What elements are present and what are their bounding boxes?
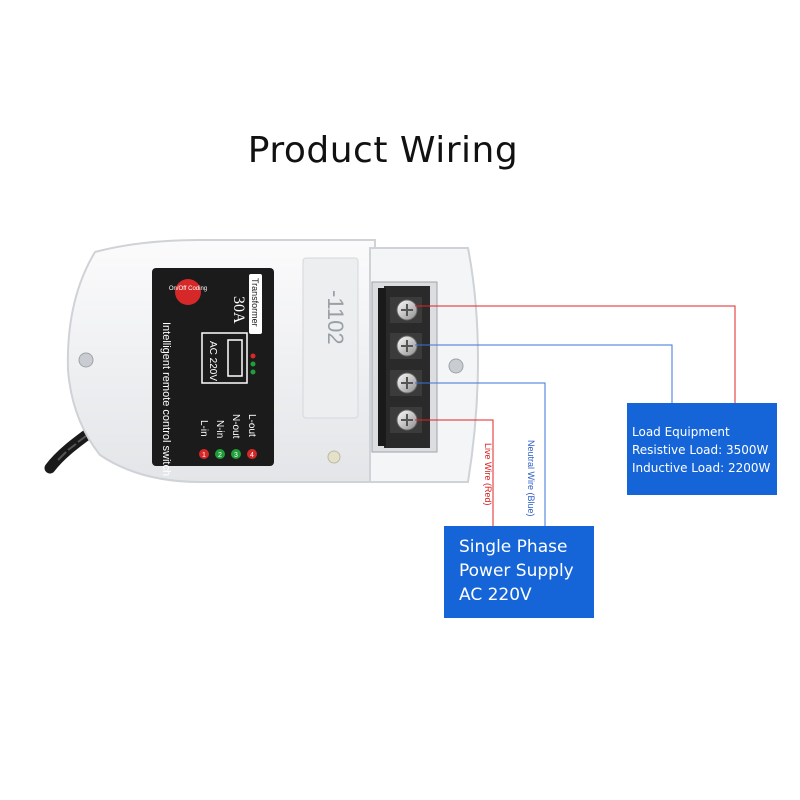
supply-box-line-3: AC 220V — [459, 585, 532, 605]
schematic-icon — [201, 332, 256, 384]
terminal-dot-2 — [215, 449, 225, 459]
transformer-label: Transformer — [250, 278, 260, 327]
terminal-screw-2[interactable] — [390, 333, 422, 359]
terminal-dot-4 — [247, 449, 257, 459]
terminal-label-4: L-out — [246, 414, 257, 437]
live-wire-label: Live Wire (Red) — [483, 443, 493, 506]
terminal-dot-1 — [199, 449, 209, 459]
terminal-label-1: L-in — [198, 420, 209, 437]
wire-supply-neutral — [415, 382, 546, 527]
terminal-label-2: N-in — [214, 420, 225, 438]
supply-box-line-1: Single Phase — [459, 537, 568, 557]
terminal-block — [371, 281, 438, 453]
coding-button[interactable] — [175, 279, 201, 305]
resistive-load-spec: Resistive Load: 3500W — [632, 443, 769, 457]
load-equipment-box: Load Equipment Resistive Load: 3500W Ind… — [627, 403, 777, 495]
mounting-hole-left — [78, 352, 94, 368]
terminal-screw-3[interactable] — [390, 370, 422, 396]
neutral-wire-label: Neutral Wire (Blue) — [526, 440, 536, 517]
model-number: -1102 — [323, 290, 348, 345]
power-supply-box: Single Phase Power Supply AC 220V — [444, 526, 594, 618]
current-rating: 30A — [230, 296, 247, 324]
wire-supply-live — [415, 419, 494, 527]
terminal-label-3: N-out — [230, 414, 241, 439]
supply-label: AC 220V — [207, 341, 218, 381]
supply-box-line-2: Power Supply — [459, 561, 574, 581]
model-plate — [302, 257, 359, 419]
coding-button-label: On/Off Coding — [169, 286, 207, 292]
page-title: Product Wiring — [247, 130, 519, 171]
inductive-load-spec: Inductive Load: 2200W — [632, 461, 771, 475]
terminal-number-2: 2 — [218, 452, 222, 459]
wire-load-neutral — [415, 344, 673, 404]
terminal-screw-1[interactable] — [390, 297, 422, 323]
wire-load-live — [415, 305, 736, 404]
load-box-title: Load Equipment — [632, 425, 730, 439]
terminal-dot-3 — [231, 449, 241, 459]
terminal-legend: 1 2 3 4 L-in N-in N-out L-out — [198, 414, 257, 459]
terminal-number-1: 1 — [202, 452, 206, 459]
mounting-hole-right — [448, 358, 464, 374]
terminal-screw-4[interactable] — [390, 407, 422, 433]
device-name: Intelligent remote control switch — [160, 322, 172, 476]
status-led — [327, 450, 341, 464]
label-panel: On/Off Coding Transformer 30A Intelligen… — [152, 268, 274, 476]
terminal-number-3: 3 — [234, 452, 238, 459]
terminal-number-4: 4 — [250, 452, 254, 459]
